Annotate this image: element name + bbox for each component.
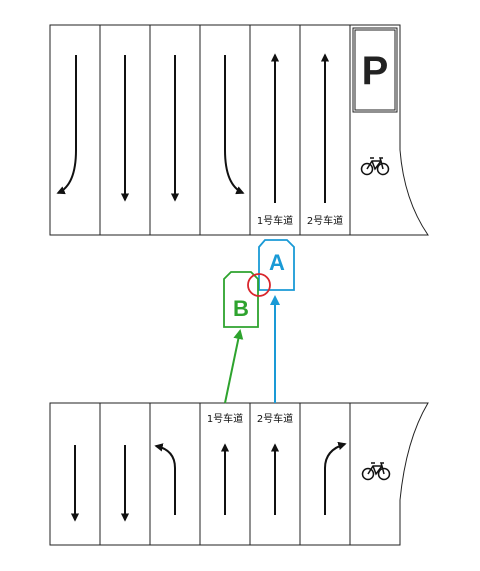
top-road: 1号车道 2号车道 P [49,24,429,236]
car-b-body [223,271,259,328]
car-a: A [258,239,295,291]
parking-letter: P [362,49,389,93]
bicycle-icon [361,462,391,481]
bottom-lane-dividers [99,403,351,545]
conflict-circle-icon [247,273,271,297]
top-lane-dividers [99,25,351,235]
bottom-road: 1号车道 2号车道 [49,402,429,546]
top-lane-1-label: 1号车道 [257,214,293,227]
car-b-label: B [233,296,249,321]
bicycle-icon [360,157,390,176]
top-lane-1-turn-arrow [56,55,77,195]
bottom-lane-2-label: 2号车道 [257,412,293,425]
car-b: B [223,271,259,328]
car-b-path [224,329,244,404]
parking-sign-icon: P [352,27,398,113]
bottom-lane-1-label: 1号车道 [207,412,243,425]
bottom-road-outline [49,402,429,546]
top-road-outline [49,24,429,236]
car-a-label: A [269,250,285,275]
top-lane-4-turn-arrow [224,55,245,195]
bottom-lane-6-turn-arrow [324,441,347,515]
top-lane-2-label: 2号车道 [307,214,343,227]
bottom-lane-3-turn-arrow [154,443,176,515]
